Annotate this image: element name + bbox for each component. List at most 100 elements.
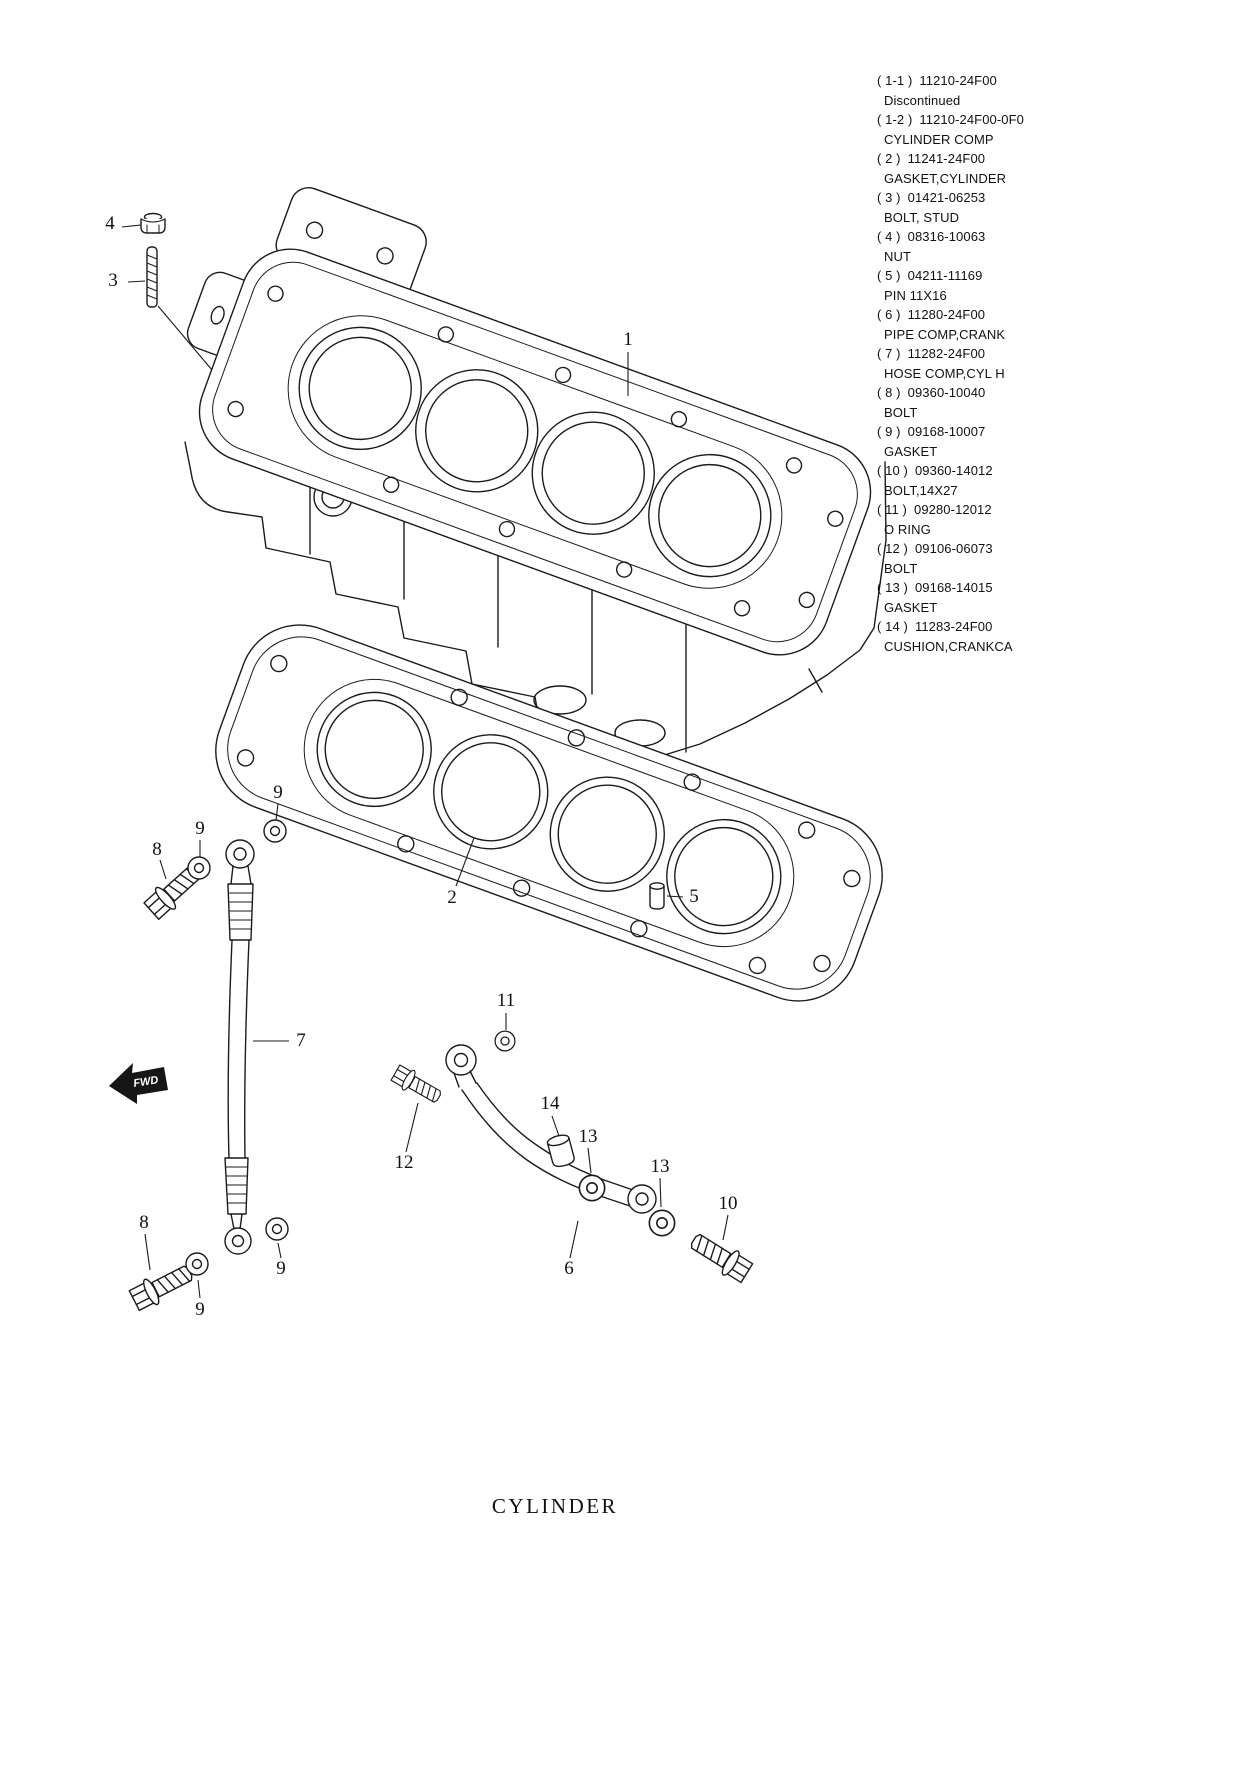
- part-name: GASKET: [884, 443, 938, 459]
- part-ref: ( 10 ): [877, 463, 908, 478]
- parts-list-entry: ( 9 )09168-10007 GASKET: [877, 422, 1247, 461]
- part-number: 04211-11169: [907, 268, 983, 283]
- nut-part-4: [140, 212, 166, 234]
- part-number: 09360-10040: [907, 385, 986, 400]
- callout-9-lower-right: 9: [276, 1258, 286, 1279]
- washer-part-9-upper-left: [187, 856, 211, 880]
- part-name: GASKET,CYLINDER: [884, 170, 1007, 186]
- part-ref: ( 11 ): [877, 502, 907, 517]
- parts-list-entry: ( 10 ) 09360-14012 BOLT,14X27: [877, 461, 1247, 500]
- callout-4: 4: [105, 213, 115, 234]
- pin-part-5: [649, 882, 665, 910]
- part-ref: ( 4 ): [877, 229, 901, 244]
- parts-list-entry: ( 5 ) 04211-11169 PIN 11X16: [877, 266, 1247, 305]
- part-ref: ( 7 ): [877, 346, 901, 361]
- part-ref: ( 6 ): [877, 307, 901, 322]
- parts-list-entry: ( 4 ) 08316-10063 NUT: [877, 227, 1247, 266]
- part-number: 11210-24F00: [919, 73, 997, 88]
- callout-14: 14: [540, 1093, 560, 1114]
- bolt-part-12: [389, 1062, 445, 1108]
- part-ref: ( 3 ): [877, 190, 901, 205]
- parts-list-entry: ( 2 ) 11241-24F00 GASKET,CYLINDER: [877, 149, 1247, 188]
- callout-13-right: 13: [650, 1156, 670, 1177]
- part-name: NUT: [884, 248, 912, 264]
- part-ref: ( 1-2 ): [877, 112, 913, 127]
- callout-9-upper-left: 9: [195, 818, 205, 839]
- part-ref: ( 5 ): [877, 268, 901, 283]
- parts-list-entry: ( 11 ) 09280-12012 O RING: [877, 500, 1247, 539]
- parts-list-entry: ( 3 ) 01421-06253 BOLT, STUD: [877, 188, 1247, 227]
- part-name: BOLT: [884, 560, 918, 576]
- part-name: GASKET: [884, 599, 938, 615]
- part-number: 09360-14012: [914, 463, 993, 478]
- part-ref: ( 13 ): [877, 580, 908, 595]
- part-ref: ( 8 ): [877, 385, 901, 400]
- oil-pipe-part-6: [445, 1044, 657, 1214]
- hose-assembly-part-7: [224, 839, 255, 1255]
- callout-5: 5: [689, 886, 699, 907]
- part-name: O RING: [884, 521, 931, 537]
- parts-list-entry: ( 12 ) 09106-06073 BOLT: [877, 539, 1247, 578]
- gasket-part-13-right: [648, 1209, 676, 1237]
- bolt-part-10: [685, 1227, 755, 1286]
- part-name: HOSE COMP,CYL H: [884, 365, 1005, 381]
- part-name: Discontinued: [884, 92, 961, 108]
- part-ref: ( 12 ): [877, 541, 908, 556]
- part-number: 11280-24F00: [907, 307, 986, 322]
- washer-part-9-lower-left: [185, 1252, 209, 1276]
- fwd-label: FWD: [133, 1074, 160, 1090]
- part-ref: ( 1-1 ): [877, 73, 913, 88]
- part-ref: ( 9 ): [877, 424, 901, 439]
- o-ring-part-11: [494, 1030, 516, 1052]
- parts-list-entry: ( 8 ) 09360-10040 BOLT: [877, 383, 1247, 422]
- part-number: 11241-24F00: [907, 151, 986, 166]
- part-name: BOLT: [884, 404, 918, 420]
- part-name: BOLT,14X27: [884, 482, 958, 498]
- callout-9-lower-left: 9: [195, 1299, 205, 1320]
- parts-list-entry: ( 6 ) 11280-24F00 PIPE COMP,CRANK: [877, 305, 1247, 344]
- part-name: CYLINDER COMP: [884, 131, 994, 147]
- part-name: CUSHION,CRANKCA: [884, 638, 1013, 654]
- callout-6: 6: [564, 1258, 574, 1279]
- parts-list-entry: ( 13 ) 09168-14015 GASKET: [877, 578, 1247, 617]
- callout-1: 1: [623, 329, 633, 350]
- part-number: 11210-24F00-0F0: [919, 112, 1024, 127]
- callout-8-upper: 8: [152, 839, 162, 860]
- parts-list: ( 1-1 ) 11210-24F00 Discontinued ( 1-2 ) 1…: [877, 71, 1247, 656]
- part-name: PIPE COMP,CRANK: [884, 326, 1006, 342]
- part-ref: ( 14 ): [877, 619, 908, 634]
- callout-12: 12: [394, 1152, 414, 1173]
- part-number: 08316-10063: [907, 229, 986, 244]
- page-title: CYLINDER: [491, 1494, 619, 1518]
- part-name: BOLT, STUD: [884, 209, 960, 225]
- washer-part-9-upper-right: [263, 819, 287, 843]
- parts-list-entry: ( 14 ) 11283-24F00 CUSHION,CRANKCA: [877, 617, 1247, 656]
- stud-bolt-part-3: [146, 246, 158, 308]
- leader-lines: [121, 224, 729, 1299]
- part-number: 09168-14015: [914, 580, 993, 595]
- part-number: 09280-12012: [913, 502, 992, 517]
- part-ref: ( 2 ): [877, 151, 901, 166]
- callout-11: 11: [496, 990, 516, 1011]
- part-number: 09106-06073: [914, 541, 993, 556]
- gasket-part-13-left: [578, 1174, 606, 1202]
- part-number: 11282-24F00: [907, 346, 986, 361]
- callout-7: 7: [296, 1030, 306, 1051]
- part-number: 01421-06253: [907, 190, 986, 205]
- callout-3: 3: [108, 270, 118, 291]
- cushion-part-14: [546, 1134, 575, 1168]
- fwd-arrow: FWD: [109, 1063, 168, 1104]
- parts-list-entry: ( 7 ) 11282-24F00 HOSE COMP,CYL H: [877, 344, 1247, 383]
- callout-9-upper-right: 9: [273, 782, 283, 803]
- cylinder-gasket-part-2: [215, 624, 883, 1002]
- parts-list-entry: ( 1-2 ) 11210-24F00-0F0 CYLINDER COMP: [877, 110, 1247, 149]
- callout-2: 2: [447, 887, 457, 908]
- part-number: 11283-24F00: [914, 619, 993, 634]
- cylinder-block-part-1: [184, 187, 887, 758]
- callout-8-lower: 8: [139, 1212, 149, 1233]
- part-name: PIN 11X16: [884, 287, 947, 303]
- washer-part-9-lower-right: [265, 1217, 289, 1241]
- callout-13-left: 13: [578, 1126, 598, 1147]
